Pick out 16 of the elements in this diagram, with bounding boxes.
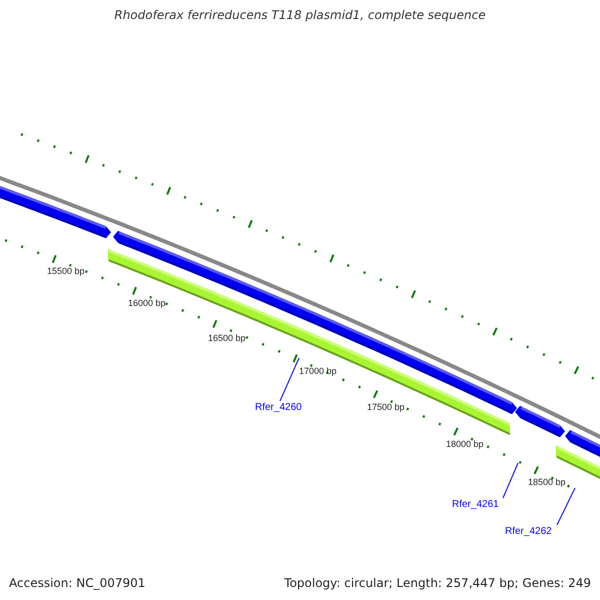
leader-line [280,358,300,402]
tick-label: 16000 bp [128,298,166,308]
genome-info-text: Topology: circular; Length: 257,447 bp; Genes: 249 [284,576,591,590]
tick-label: 18500 bp [528,477,566,487]
leader-line [556,488,576,526]
title: Rhodoferax ferrireducens T118 plasmid1, complete sequence [113,8,487,22]
tick-label: 16500 bp [208,333,246,343]
tick-label: 17500 bp [367,402,405,412]
gene-label: Rfer_4260 [255,402,302,413]
tick-label: 17000 bp [299,366,337,376]
leader-line [502,462,518,498]
tick-label: 18000 bp [446,439,484,449]
gene-label: Rfer_4262 [505,526,552,537]
gene-label: Rfer_4261 [452,499,499,510]
tick-label: 15500 bp [47,266,85,276]
accession-text: Accession: NC_007901 [9,576,146,590]
